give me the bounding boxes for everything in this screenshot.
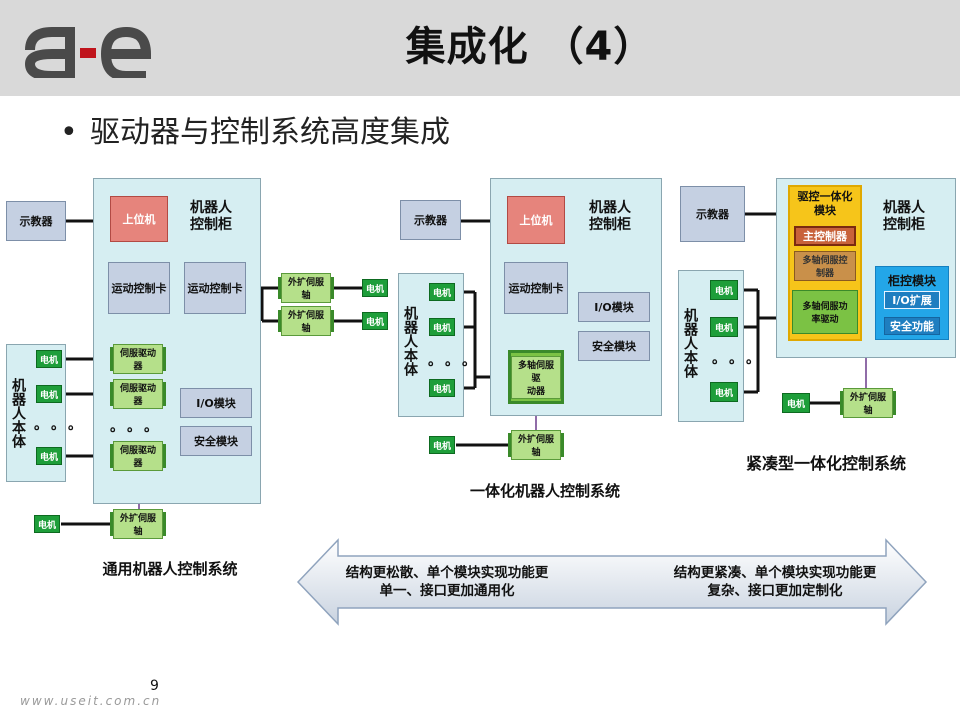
d1-motor-ext-1: 电机 [362, 279, 388, 297]
d3-integrated-module-label: 驱控一体化 模块 [797, 190, 853, 217]
d1-motion-card-1: 运动控制卡 [108, 262, 170, 314]
watermark-url: www.useit.com.cn [20, 694, 162, 708]
d2-body-dots: 。。。 [428, 353, 486, 369]
d1-servo-driver-1-label: 伺服驱动器 [113, 344, 163, 374]
d2-host-computer: 上位机 [507, 196, 565, 244]
d2-motion-card: 运动控制卡 [504, 262, 568, 314]
d1-caption: 通用机器人控制系统 [102, 560, 238, 578]
arrow-right-text: 结构更紧凑、单个模块实现功能更 复杂、接口更加定制化 [673, 565, 877, 599]
d3-motor-2: 电机 [710, 317, 738, 337]
d1-motor-ext-2: 电机 [362, 312, 388, 330]
d1-motion-card-2: 运动控制卡 [184, 262, 246, 314]
d2-teach-pendant: 示教器 [400, 200, 461, 240]
d3-main-controller: 主控制器 [794, 226, 856, 246]
arrow-left-text: 结构更松散、单个模块实现功能更 单一、接口更加通用化 [345, 565, 549, 599]
bullet-text: 驱动器与控制系统高度集成 [90, 115, 450, 150]
d3-motor-1: 电机 [710, 280, 738, 300]
d1-ext-servo-axis-1: 外扩伺服轴 [278, 273, 334, 303]
d3-cabinet-label: 机器人 控制柜 [883, 200, 925, 233]
d1-ext-servo-axis-3: 外扩伺服轴 [110, 509, 166, 539]
d2-motor-2: 电机 [429, 318, 455, 336]
d2-multi-axis-driver: 多轴伺服驱 动器 [508, 350, 564, 404]
d2-safety-module: 安全模块 [578, 331, 650, 361]
d1-ext-servo-axis-2-label: 外扩伺服轴 [281, 306, 331, 336]
d1-servo-driver-1: 伺服驱动器 [110, 344, 166, 374]
d1-motor-1: 电机 [36, 350, 62, 368]
d1-host-computer: 上位机 [110, 196, 168, 242]
d2-motor-3: 电机 [429, 379, 455, 397]
d2-motor-1: 电机 [429, 283, 455, 301]
company-logo [24, 26, 152, 78]
double-arrow-shape [296, 538, 928, 626]
d1-ext-servo-axis-1-label: 外扩伺服轴 [281, 273, 331, 303]
d3-teach-pendant: 示教器 [680, 186, 745, 242]
d2-ext-servo-axis-label: 外扩伺服轴 [511, 430, 561, 460]
d1-body-dots: 。。。 [34, 417, 92, 433]
d3-motor-3: 电机 [710, 382, 738, 402]
d1-motor-3: 电机 [36, 447, 62, 465]
d3-robot-body-label: 机器人本体 [682, 308, 698, 378]
d3-motor-ext: 电机 [782, 393, 810, 413]
d2-robot-body-label: 机器人本体 [402, 306, 418, 376]
d1-servo-driver-2-label: 伺服驱动器 [113, 379, 163, 409]
d1-robot-body-label: 机器人本体 [10, 378, 26, 448]
d3-ext-servo-axis-label: 外扩伺服轴 [843, 388, 893, 418]
d1-cabinet-dots: 。。。 [110, 419, 168, 435]
d3-ext-servo-axis: 外扩伺服轴 [840, 388, 896, 418]
d1-servo-driver-3-label: 伺服驱动器 [113, 441, 163, 471]
d3-cabinet-control-label: 柜控模块 [887, 274, 936, 288]
d2-ext-servo-axis: 外扩伺服轴 [508, 430, 564, 460]
d2-motor-ext: 电机 [429, 436, 455, 454]
d2-multi-axis-driver-label: 多轴伺服驱 动器 [511, 355, 561, 399]
d3-safety-function: 安全功能 [884, 317, 940, 335]
page-number: 9 [150, 678, 159, 694]
d3-io-ext: I/O扩展 [884, 291, 940, 309]
bullet-point: • 驱动器与控制系统高度集成 [60, 108, 450, 158]
d2-io-module: I/O模块 [578, 292, 650, 322]
d1-motor-2: 电机 [36, 385, 62, 403]
d2-cabinet-label: 机器人 控制柜 [589, 200, 631, 233]
d3-body-dots: 。。。 [712, 351, 770, 367]
d1-teach-pendant: 示教器 [6, 201, 66, 241]
d1-ext-servo-axis-2: 外扩伺服轴 [278, 306, 334, 336]
d2-caption: 一体化机器人控制系统 [469, 482, 620, 500]
d1-cabinet-label: 机器人 控制柜 [190, 200, 232, 233]
bullet-dot: • [60, 115, 78, 150]
d1-safety-module: 安全模块 [180, 426, 252, 456]
d1-ext-servo-axis-3-label: 外扩伺服轴 [113, 509, 163, 539]
d1-io-module: I/O模块 [180, 388, 252, 418]
d3-multi-axis-controller: 多轴伺服控 制器 [794, 251, 856, 281]
d3-caption: 紧凑型一体化控制系统 [745, 454, 906, 473]
d3-multi-axis-power-driver: 多轴伺服功 率驱动 [792, 290, 858, 334]
d1-servo-driver-2: 伺服驱动器 [110, 379, 166, 409]
header-bar [0, 0, 960, 96]
d1-servo-driver-3: 伺服驱动器 [110, 441, 166, 471]
d3-multi-axis-power-driver-label: 多轴伺服功 率驱动 [802, 302, 848, 325]
page-title: 集成化 （4） [405, 24, 655, 70]
d1-motor-ext-3: 电机 [34, 515, 60, 533]
